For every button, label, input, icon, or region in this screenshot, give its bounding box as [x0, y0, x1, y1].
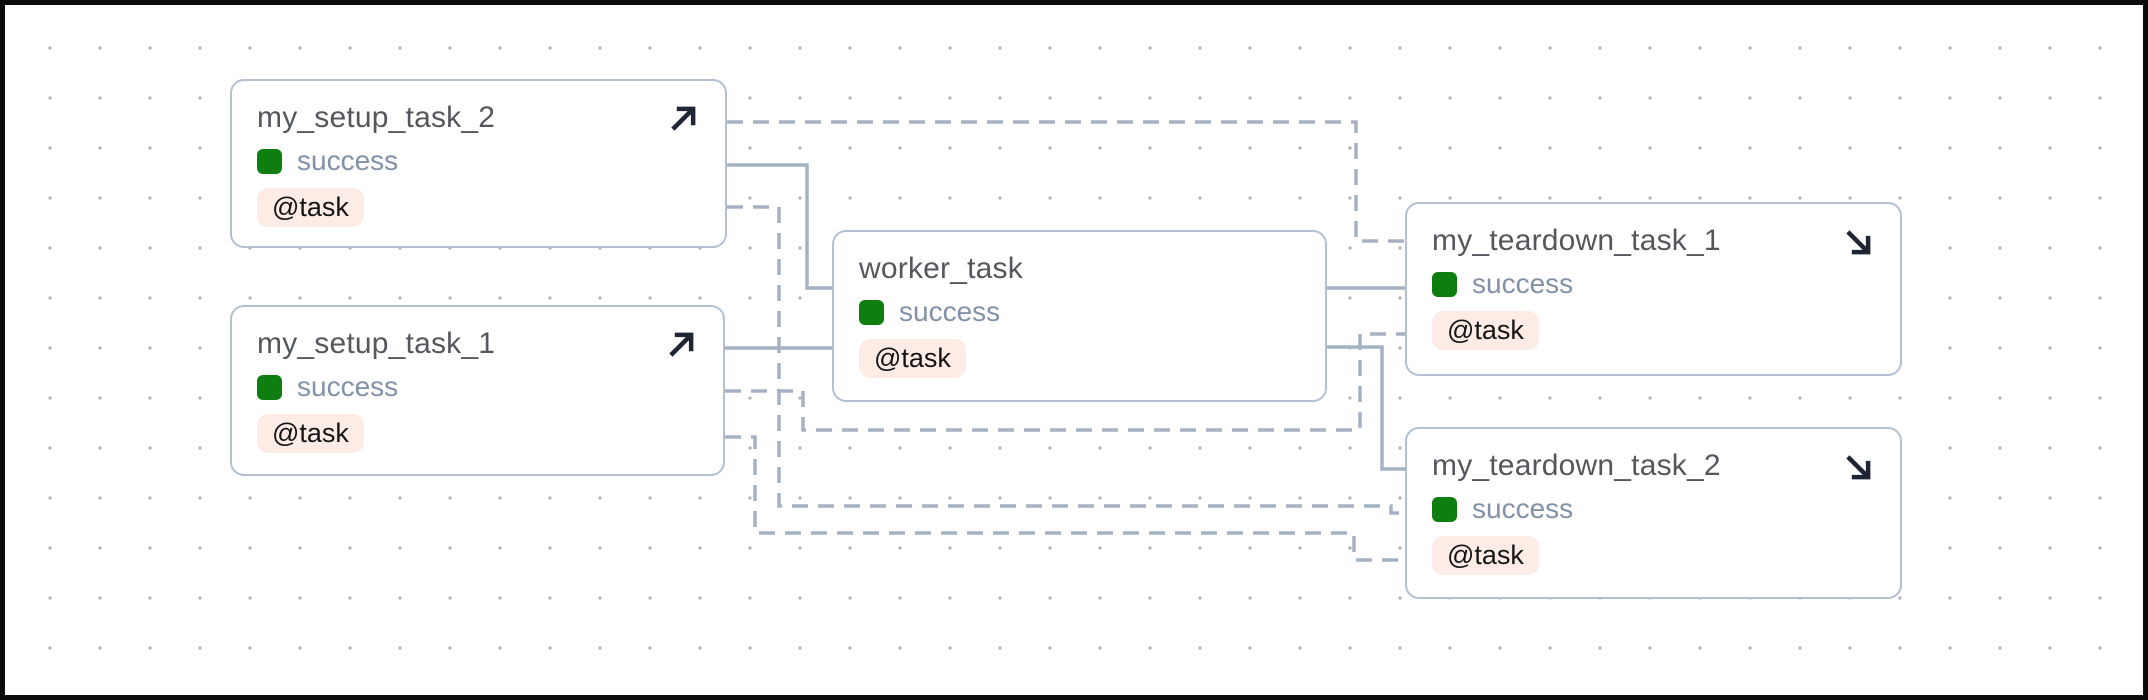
- task-state-row: success: [859, 295, 1301, 329]
- task-decorator-badge: @task: [1432, 536, 1539, 575]
- task-decorator-row: @task: [1432, 536, 1876, 575]
- task-decorator-badge: @task: [859, 339, 966, 378]
- task-state-row: success: [257, 370, 699, 404]
- success-status-icon: [859, 299, 884, 325]
- edge-my_setup_task_2-to-worker_task: [727, 163, 832, 290]
- task-state-label: success: [1472, 493, 1574, 524]
- task-state-label: success: [297, 145, 399, 176]
- task-state-label: success: [297, 371, 399, 402]
- task-node-my_setup_task_1[interactable]: my_setup_task_1 success @task: [230, 305, 725, 476]
- task-decorator-row: @task: [859, 339, 1301, 378]
- task-decorator-row: @task: [257, 414, 699, 453]
- success-status-icon: [257, 148, 282, 174]
- success-status-icon: [257, 374, 282, 400]
- task-node-worker_task[interactable]: worker_task success @task: [832, 230, 1327, 402]
- setup-arrow-icon: [665, 101, 701, 137]
- task-state-label: success: [1472, 268, 1574, 299]
- task-name: my_setup_task_1: [257, 327, 496, 360]
- task-name: my_teardown_task_1: [1432, 224, 1721, 257]
- setup-arrow-icon: [663, 327, 699, 363]
- edge-my_setup_task_1-to-my_teardown_task_2: [725, 435, 1405, 562]
- task-decorator-badge: @task: [257, 188, 364, 227]
- task-state-label: success: [899, 296, 1001, 327]
- edge-my_setup_task_2-to-my_teardown_task_1: [727, 120, 1405, 243]
- task-name: worker_task: [859, 252, 1023, 285]
- task-decorator-row: @task: [1432, 311, 1876, 350]
- edge-worker_task-to-my_teardown_task_2: [1327, 345, 1405, 471]
- teardown-arrow-icon: [1840, 224, 1876, 260]
- success-status-icon: [1432, 271, 1457, 297]
- teardown-arrow-icon: [1840, 449, 1876, 485]
- task-decorator-badge: @task: [257, 414, 364, 453]
- task-node-my_teardown_task_2[interactable]: my_teardown_task_2 success @task: [1405, 427, 1902, 599]
- task-state-row: success: [1432, 492, 1876, 526]
- task-state-row: success: [257, 144, 701, 178]
- edge-my_setup_task_1-to-my_teardown_task_1: [725, 332, 1405, 432]
- task-name: my_teardown_task_2: [1432, 449, 1721, 482]
- task-decorator-badge: @task: [1432, 311, 1539, 350]
- task-name: my_setup_task_2: [257, 101, 496, 134]
- task-state-row: success: [1432, 267, 1876, 301]
- success-status-icon: [1432, 496, 1457, 522]
- task-decorator-row: @task: [257, 188, 701, 227]
- edge-my_setup_task_2-to-my_teardown_task_2: [727, 205, 1405, 515]
- task-node-my_setup_task_2[interactable]: my_setup_task_2 success @task: [230, 79, 727, 248]
- task-node-my_teardown_task_1[interactable]: my_teardown_task_1 success @task: [1405, 202, 1902, 376]
